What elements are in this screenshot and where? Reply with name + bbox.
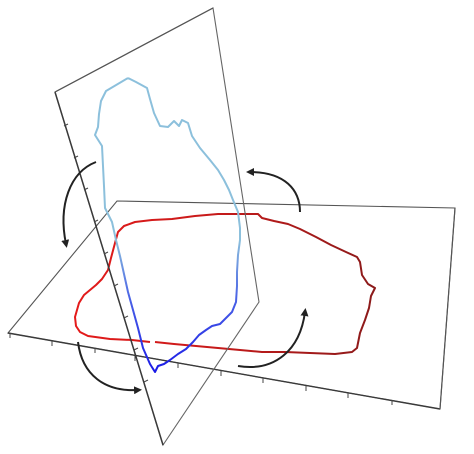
vertical-plane-left-edge bbox=[54, 91, 164, 446]
curved-arrow-icon bbox=[77, 341, 142, 395]
curved-arrow-icon bbox=[237, 308, 309, 368]
vertical-plane-top-edge bbox=[54, 7, 214, 93]
curved-arrow-icon bbox=[61, 161, 97, 248]
horizontal-plane-front-edge bbox=[7, 332, 441, 410]
vertical-plane-trace bbox=[94, 77, 241, 373]
vertical-plane-ticks bbox=[63, 123, 149, 383]
horizontal-plane-trace bbox=[74, 213, 376, 355]
horizontal-plane-right-edge bbox=[439, 207, 456, 410]
horizontal-plane-ticks bbox=[9, 333, 393, 405]
vertical-plane bbox=[54, 7, 260, 447]
horizontal-plane bbox=[6, 200, 456, 410]
curved-arrow-icon bbox=[246, 168, 301, 213]
